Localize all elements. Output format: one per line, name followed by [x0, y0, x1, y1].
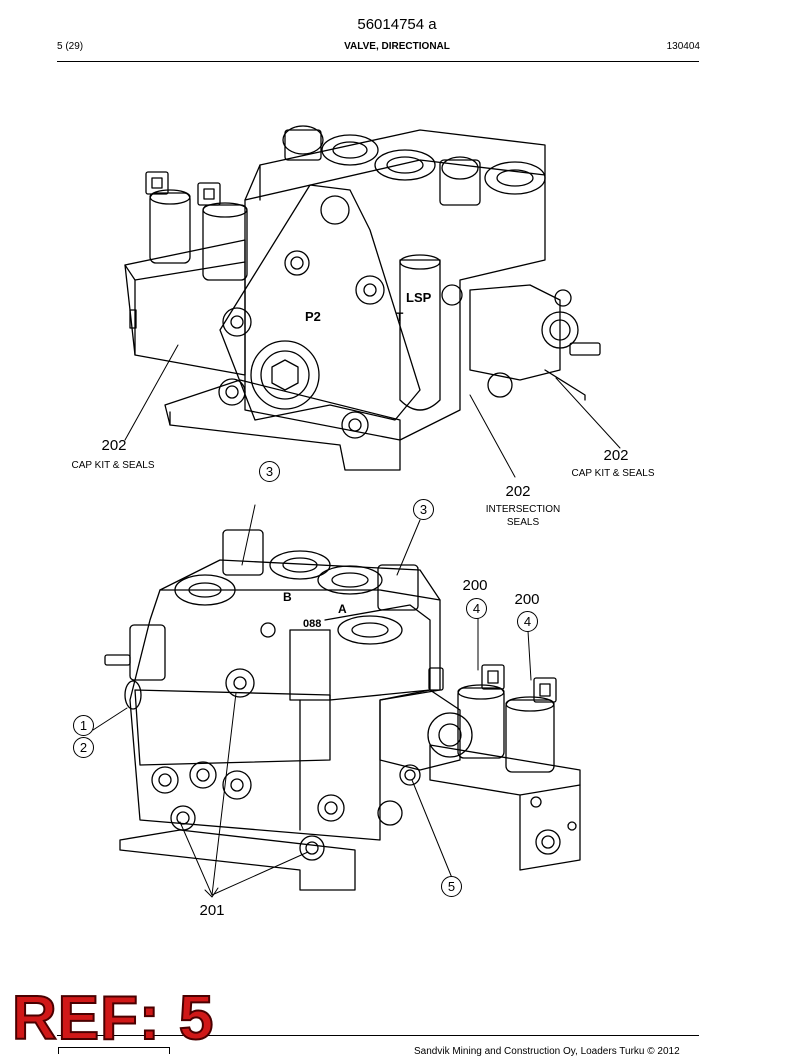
caption-cap-kit-left: CAP KIT & SEALS: [71, 460, 155, 471]
callout-202-right: 202: [603, 447, 629, 464]
footer-rule: [57, 1035, 699, 1036]
callout-202-intersection: 202: [505, 483, 531, 500]
item-bubble-4-left: 4: [466, 598, 487, 619]
upper-solenoid-right: [197, 182, 248, 281]
callout-202-left: 202: [101, 437, 127, 454]
upper-solenoid-left: [145, 171, 191, 264]
lower-solenoid-left: [428, 664, 505, 759]
page-number: 5 (29): [57, 41, 84, 52]
port-label-088: 088: [303, 618, 321, 630]
upper-valve-assembly: P2 LSP T: [124, 125, 621, 478]
caption-intersection-seals: INTERSECTION SEALS: [485, 504, 561, 528]
copyright-text: Sandvik Mining and Construction Oy, Load…: [414, 1046, 680, 1057]
port-label-b: B: [283, 590, 292, 604]
item-bubble-2: 2: [73, 737, 94, 758]
page-title: VALVE, DIRECTIONAL: [344, 41, 450, 52]
callout-200-left: 200: [462, 577, 488, 594]
item-bubble-4-right: 4: [517, 611, 538, 632]
lower-solenoid-right: [505, 677, 557, 773]
reference-stamp: REF: 5: [11, 983, 215, 1054]
item-bubble-3-right: 3: [413, 499, 434, 520]
header-rule: [57, 61, 699, 62]
lower-valve-assembly: B A 088: [92, 504, 581, 898]
port-label-p2: P2: [305, 309, 321, 324]
item-bubble-3-left: 3: [259, 461, 280, 482]
port-label-t: T: [396, 310, 404, 324]
document-number: 56014754 a: [357, 16, 437, 33]
upper-right-actuator: [469, 284, 601, 401]
drawing-code: 130404: [666, 41, 700, 52]
callout-200-right: 200: [514, 591, 540, 608]
caption-cap-kit-right: CAP KIT & SEALS: [571, 468, 655, 479]
callout-201: 201: [199, 902, 225, 919]
company-logo-outline: [58, 1047, 170, 1054]
port-label-a: A: [338, 602, 347, 616]
item-bubble-5: 5: [441, 876, 462, 897]
item-bubble-1: 1: [73, 715, 94, 736]
port-label-lsp: LSP: [406, 290, 432, 305]
